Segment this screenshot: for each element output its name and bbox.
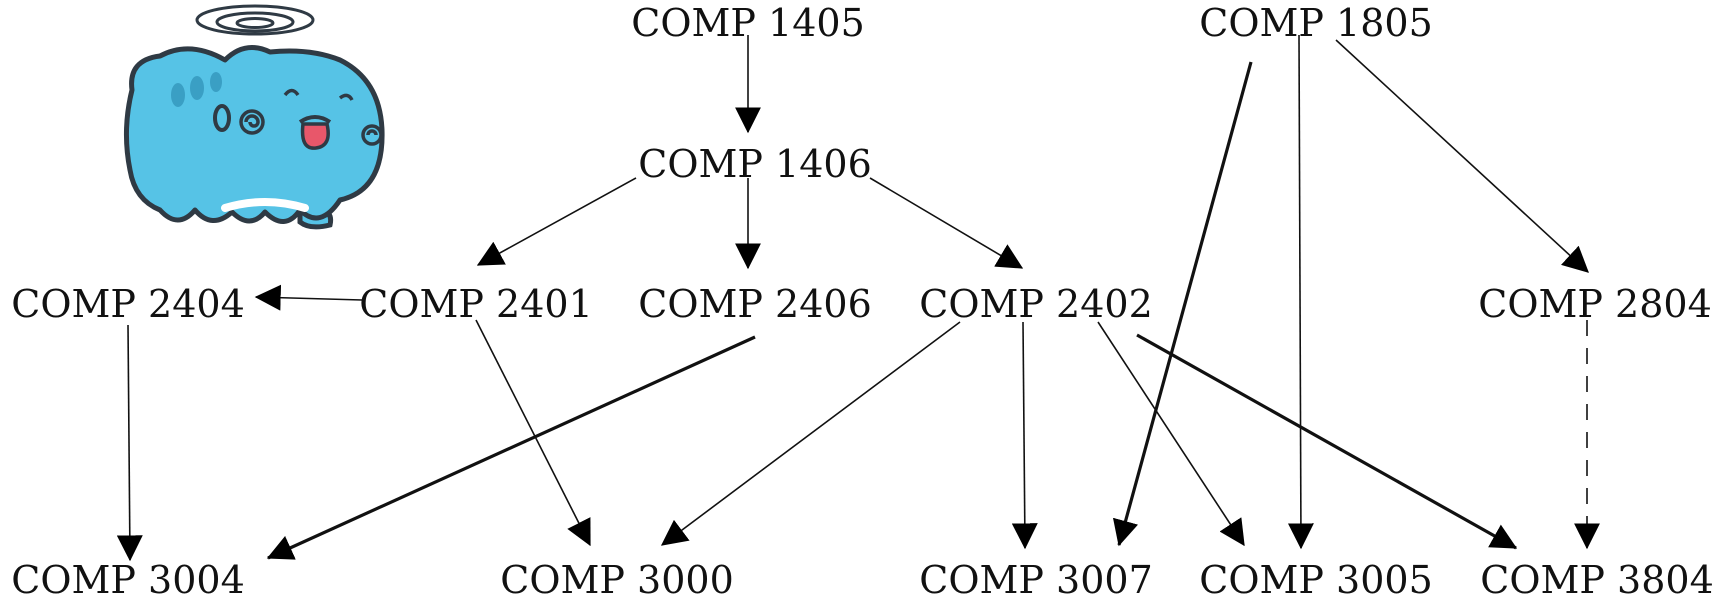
node-comp-2402: COMP 2402 — [919, 282, 1153, 326]
edge-2406-3004 — [266, 335, 756, 560]
prerequisite-edges — [116, 34, 1600, 562]
edge-1805-2804 — [1335, 39, 1589, 273]
node-comp-2406: COMP 2406 — [638, 282, 872, 326]
node-comp-1805: COMP 1805 — [1199, 1, 1433, 45]
edge-2401-2404 — [254, 284, 363, 311]
edge-2401-3000 — [475, 319, 591, 547]
edge-2402-3005 — [1097, 321, 1245, 547]
edge-2402-3007 — [1011, 321, 1038, 550]
edge-1805-3007 — [1112, 61, 1253, 547]
node-comp-1405: COMP 1405 — [631, 1, 865, 45]
edge-1805-3005 — [1287, 34, 1314, 550]
node-comp-2401: COMP 2401 — [359, 282, 593, 326]
node-comp-1406: COMP 1406 — [638, 142, 872, 186]
course-nodes: COMP 1405 COMP 1805 COMP 1406 COMP 2404 … — [11, 1, 1714, 602]
node-comp-3004: COMP 3004 — [11, 558, 245, 602]
edge-2402-3000 — [660, 321, 961, 546]
node-comp-3000: COMP 3000 — [500, 558, 734, 602]
dizzy-blue-cat-mascot-icon — [123, 4, 385, 230]
node-comp-3007: COMP 3007 — [919, 558, 1153, 602]
edge-2404-3004 — [116, 324, 143, 562]
node-comp-2404: COMP 2404 — [11, 282, 245, 326]
node-comp-3804: COMP 3804 — [1480, 558, 1714, 602]
edge-2402-3804 — [1136, 333, 1518, 550]
node-comp-2804: COMP 2804 — [1478, 282, 1712, 326]
edge-1406-2402 — [869, 177, 1024, 269]
node-comp-3005: COMP 3005 — [1199, 558, 1433, 602]
edge-1406-2401 — [476, 177, 637, 266]
